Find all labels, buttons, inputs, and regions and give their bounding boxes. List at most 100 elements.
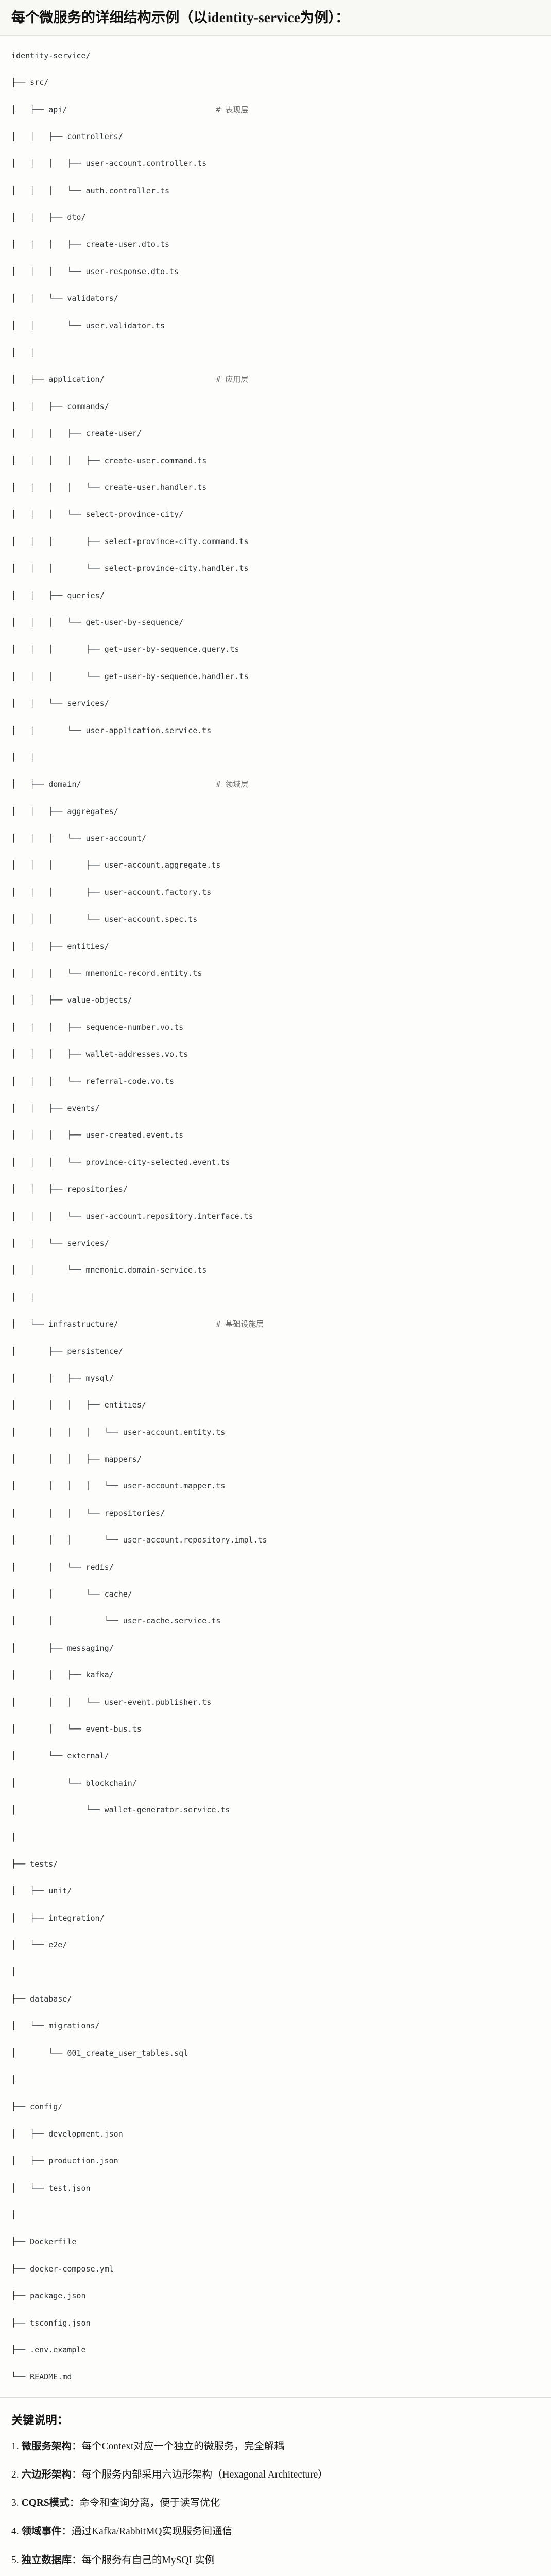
tree-line: │ │ └── mnemonic.domain-service.ts: [11, 1263, 540, 1277]
tree-line-path: │ │: [11, 752, 35, 762]
key-note-description: 命令和查询分离，便于读写优化: [79, 2498, 220, 2509]
tree-line-path: │ │ │ ├── user-account.factory.ts: [11, 887, 212, 897]
tree-line: ├── Dockerfile: [11, 2235, 540, 2248]
tree-line-path: │ └── external/: [11, 1751, 109, 1761]
tree-line-path: │ │ │ └── repositories/: [11, 1508, 165, 1518]
tree-line: │ │ │ └── user-event.publisher.ts: [11, 1696, 540, 1709]
tree-line-gap: [118, 1319, 216, 1329]
tree-line-comment: # 领域层: [216, 779, 249, 789]
tree-line: │ │ │ └── select-province-city/: [11, 507, 540, 521]
tree-line-path: │ ├── persistence/: [11, 1346, 123, 1356]
tree-line-path: │ └── infrastructure/: [11, 1319, 118, 1329]
tree-line-path: │ │ └── services/: [11, 1238, 109, 1248]
tree-line: │ │ │ └── user-account.repository.interf…: [11, 1210, 540, 1223]
tree-line: │ │ │ └── auth.controller.ts: [11, 184, 540, 197]
tree-line: │ │: [11, 751, 540, 764]
tree-line-path: │: [11, 2075, 16, 2085]
tree-line-path: │ ├── production.json: [11, 2156, 118, 2166]
tree-line: │: [11, 2073, 540, 2087]
tree-line: │ │ ├── mysql/: [11, 1371, 540, 1385]
tree-line: │ │ └── services/: [11, 697, 540, 710]
tree-line-comment: # 基础设施层: [216, 1319, 264, 1329]
tree-line-path: │ │ └── redis/: [11, 1562, 114, 1572]
tree-line: │ │: [11, 1291, 540, 1304]
key-notes-heading: 关键说明：: [11, 2413, 69, 2427]
tree-line-path: │ │ │ └── province-city-selected.event.t…: [11, 1157, 230, 1167]
tree-line-path: │ │ │ ├── create-user/: [11, 429, 142, 438]
tree-line-path: │ │ │ └── user-response.dto.ts: [11, 266, 179, 276]
tree-line-path: │ │ │ │ └── user-account.mapper.ts: [11, 1481, 226, 1491]
tree-line: │ │ │ └── select-province-city.handler.t…: [11, 562, 540, 575]
tree-line: │ │ │ ├── sequence-number.vo.ts: [11, 1021, 540, 1034]
tree-line: ├── .env.example: [11, 2343, 540, 2357]
tree-line-path: ├── .env.example: [11, 2345, 86, 2354]
tree-line-path: │ │ │ ├── wallet-addresses.vo.ts: [11, 1049, 188, 1059]
tree-line: │ ├── messaging/: [11, 1641, 540, 1655]
directory-tree: identity-service/ ├── src/ │ ├── api/ # …: [11, 49, 540, 2384]
key-note-item: 3. CQRS模式：命令和查询分离，便于读写优化: [11, 2496, 540, 2511]
tree-line: │ │ │ ├── user-account.factory.ts: [11, 886, 540, 899]
key-note-number: 1.: [11, 2441, 22, 2452]
tree-line-comment: # 表现层: [216, 105, 249, 114]
tree-line-gap: [105, 375, 216, 384]
tree-line-path: │ │ └── user.validator.ts: [11, 320, 165, 330]
tree-line: │ └── 001_create_user_tables.sql: [11, 2046, 540, 2060]
tree-line: │ │ │ └── referral-code.vo.ts: [11, 1075, 540, 1088]
tree-line-path: │ │ │ ├── user-account.aggregate.ts: [11, 860, 221, 870]
tree-line-path: │ │ ├── kafka/: [11, 1670, 114, 1680]
tree-line: │ │ │ ├── select-province-city.command.t…: [11, 535, 540, 548]
tree-line: │ │ └── user-cache.service.ts: [11, 1614, 540, 1628]
tree-line: │ │ ├── kafka/: [11, 1668, 540, 1682]
tree-line: │ │ │ ├── entities/: [11, 1398, 540, 1412]
tree-line-path: │ └── test.json: [11, 2183, 91, 2193]
tree-line: │ ├── integration/: [11, 1911, 540, 1925]
tree-line: │ │ │ ├── user-created.event.ts: [11, 1128, 540, 1142]
tree-line: │ │ │ └── province-city-selected.event.t…: [11, 1156, 540, 1169]
tree-line: │ │ │ └── mnemonic-record.entity.ts: [11, 967, 540, 980]
tree-line: │ │ ├── repositories/: [11, 1182, 540, 1196]
tree-line-path: │ │ │ ├── get-user-by-sequence.query.ts: [11, 645, 239, 654]
tree-line-path: │ ├── integration/: [11, 1913, 105, 1923]
tree-line-path: │ │ ├── commands/: [11, 401, 109, 411]
tree-line-path: │ │ └── user-application.service.ts: [11, 725, 212, 735]
key-note-term: 独立数据库: [21, 2554, 72, 2566]
tree-line: │ │ └── redis/: [11, 1561, 540, 1574]
tree-line: │ │ ├── aggregates/: [11, 805, 540, 818]
tree-line: │ │: [11, 346, 540, 359]
tree-line-path: ├── docker-compose.yml: [11, 2264, 114, 2274]
tree-line-path: │ │ │ └── auth.controller.ts: [11, 185, 170, 195]
tree-line-path: ├── package.json: [11, 2291, 86, 2301]
tree-line-path: │ │: [11, 348, 35, 358]
tree-line: │ └── e2e/: [11, 1938, 540, 1952]
tree-line: │ │ └── user.validator.ts: [11, 319, 540, 332]
tree-line: │ │ ├── value-objects/: [11, 993, 540, 1007]
tree-line-path: │ └── migrations/: [11, 2021, 100, 2031]
tree-line: │ │ │ └── user-account/: [11, 832, 540, 845]
tree-line: │ │ │ └── user-account.spec.ts: [11, 912, 540, 926]
tree-line: │ ├── persistence/: [11, 1345, 540, 1358]
tree-line-path: │ │ ├── aggregates/: [11, 806, 118, 816]
tree-line-path: │ └── e2e/: [11, 1940, 67, 1950]
tree-line-path: │ ├── application/: [11, 375, 105, 384]
tree-line: │ │ │ └── get-user-by-sequence/: [11, 616, 540, 629]
key-note-term: 微服务架构: [21, 2441, 72, 2452]
tree-line: │: [11, 2208, 540, 2222]
tree-line-path: │ │ │ ├── entities/: [11, 1400, 146, 1410]
tree-line: │ └── test.json: [11, 2181, 540, 2195]
tree-line: │ │ │ └── get-user-by-sequence.handler.t…: [11, 670, 540, 683]
tree-line-gap: [81, 779, 216, 789]
tree-line: │ │ │ ├── wallet-addresses.vo.ts: [11, 1047, 540, 1061]
tree-line: │ └── wallet-generator.service.ts: [11, 1803, 540, 1817]
tree-line-path: │ │ └── services/: [11, 699, 109, 708]
key-note-term: CQRS模式: [21, 2498, 70, 2509]
tree-line: │ │ │ │ └── user-account.entity.ts: [11, 1426, 540, 1439]
tree-line-path: │ │ │ └── user-event.publisher.ts: [11, 1697, 212, 1707]
tree-line-path: └── README.md: [11, 2372, 72, 2382]
tree-line: │: [11, 1965, 540, 1978]
directory-tree-block: identity-service/ ├── src/ │ ├── api/ # …: [0, 35, 551, 2397]
tree-line-comment: # 应用层: [216, 375, 249, 384]
tree-line-path: ├── database/: [11, 1994, 72, 2004]
tree-line-path: │ │ │ └── user-account.spec.ts: [11, 914, 198, 924]
tree-line-path: │ │ ├── entities/: [11, 941, 109, 951]
